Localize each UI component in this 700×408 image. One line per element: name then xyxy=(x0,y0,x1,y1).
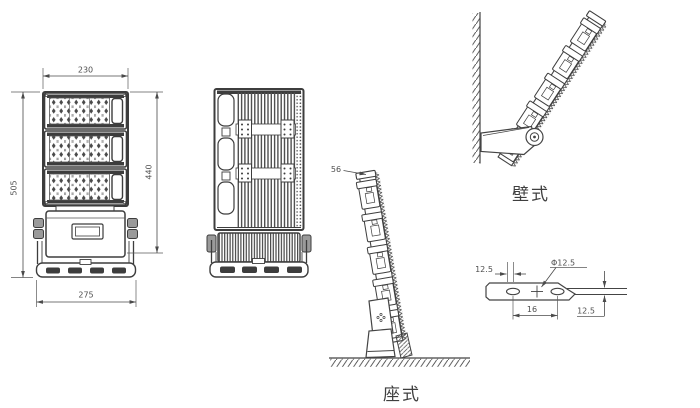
dim-height-left-label: 505 xyxy=(10,180,19,195)
wall-mount-label: 壁式 xyxy=(512,185,550,205)
pedestal-view: 56 座式 xyxy=(329,165,470,405)
dim-hole-diameter-label: Φ12.5 xyxy=(551,259,575,268)
bolt-cluster xyxy=(238,119,252,139)
dim-plate-offset-label: 12.5 xyxy=(577,307,595,316)
rear-view xyxy=(206,88,312,278)
dim-plate-offset: 12.5 xyxy=(577,271,607,317)
front-led-panel xyxy=(42,91,129,207)
dim-slot-width-label: 12.5 xyxy=(475,265,493,274)
side-clamp-right xyxy=(127,218,138,239)
side-clamp-left xyxy=(33,218,44,239)
led-module-row xyxy=(43,130,128,168)
dim-width-top-label: 230 xyxy=(78,66,93,75)
bolt-cluster xyxy=(280,119,295,139)
slot-hole xyxy=(550,287,565,296)
front-mounting-yoke xyxy=(35,241,137,278)
label-window xyxy=(71,223,104,240)
bracket-plate-detail: 12.5 Φ12.5 16 12.5 xyxy=(475,259,627,320)
dim-width-top: 230 xyxy=(42,66,129,89)
dim-width-bottom: 275 xyxy=(36,280,137,307)
heatsink-end-section xyxy=(395,332,413,359)
dim-height-right: 440 xyxy=(127,91,163,254)
dim-height-left: 505 xyxy=(10,91,40,278)
center-mark xyxy=(531,285,543,298)
yoke-arm xyxy=(368,297,394,337)
cross-brace-rows xyxy=(235,119,296,183)
dim-slot-width: 12.5 xyxy=(475,262,526,282)
bolt-cluster xyxy=(238,163,252,183)
wall-bracket-arm xyxy=(480,125,544,156)
wall-surface xyxy=(472,12,481,164)
rear-driver-section xyxy=(206,232,312,263)
wall-view: 壁式 xyxy=(472,10,608,205)
led-module-row xyxy=(43,168,128,206)
front-view: 230 505 440 275 xyxy=(10,66,163,307)
dim-hole-spacing: 16 xyxy=(512,296,558,320)
module-end-caps xyxy=(217,93,235,215)
led-module-row xyxy=(43,92,128,130)
dim-height-right-label: 440 xyxy=(145,164,154,179)
dim-hole-diameter: Φ12.5 xyxy=(541,259,587,288)
front-driver-box xyxy=(33,205,138,258)
dim-width-bottom-label: 275 xyxy=(78,291,93,300)
dim-edge-depth-label: 56 xyxy=(331,165,341,174)
dim-hole-spacing-label: 16 xyxy=(527,305,537,314)
slot-hole xyxy=(505,287,521,296)
pedestal-mount-label: 座式 xyxy=(383,385,421,405)
rear-mounting-yoke xyxy=(209,240,309,278)
bolt-cluster xyxy=(280,163,295,183)
ground-surface xyxy=(329,357,470,367)
pedestal-base xyxy=(365,328,396,359)
dim-edge-depth: 56 xyxy=(331,165,367,176)
